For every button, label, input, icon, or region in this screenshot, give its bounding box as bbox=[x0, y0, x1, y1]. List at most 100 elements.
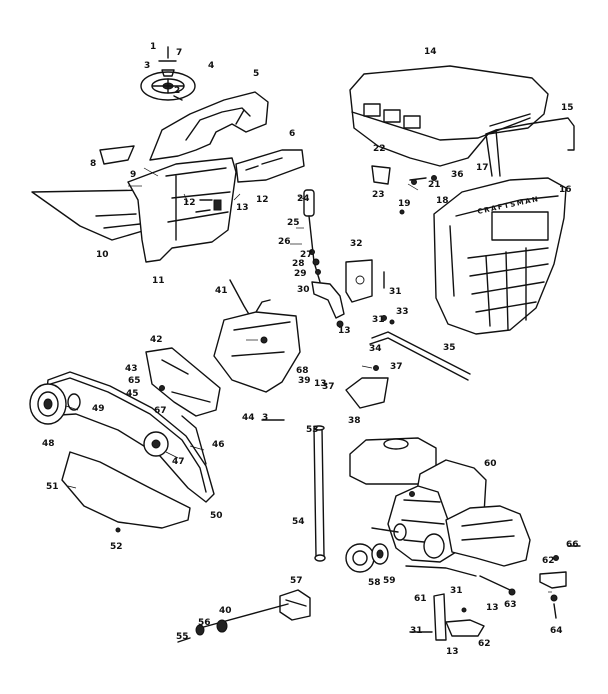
callout-43: 43 bbox=[125, 364, 138, 374]
callout-3: 3 bbox=[144, 61, 150, 71]
callout-8: 8 bbox=[90, 159, 96, 169]
throttle-control bbox=[303, 189, 345, 328]
callout-47: 47 bbox=[172, 457, 185, 467]
exhaust-bracket bbox=[409, 575, 516, 641]
callout-11: 11 bbox=[152, 276, 165, 286]
callout-68: 68 bbox=[296, 366, 309, 376]
callout-13-4: 13 bbox=[486, 603, 499, 613]
callout-44: 44 bbox=[242, 413, 255, 423]
callout-21: 21 bbox=[428, 180, 441, 190]
idler-bracket bbox=[145, 347, 221, 465]
callout-66: 66 bbox=[566, 540, 579, 550]
callout-32: 32 bbox=[350, 239, 363, 249]
leader-lines bbox=[65, 167, 552, 593]
callout-29: 29 bbox=[294, 269, 307, 279]
callout-25: 25 bbox=[287, 218, 300, 228]
callout-4: 4 bbox=[208, 61, 214, 71]
callout-16: 16 bbox=[559, 185, 572, 195]
callout-34: 34 bbox=[369, 344, 382, 354]
shift-console bbox=[213, 279, 301, 393]
callout-10: 10 bbox=[96, 250, 109, 260]
callout-64: 64 bbox=[550, 626, 563, 636]
steering-wheel bbox=[140, 46, 196, 101]
callout-22: 22 bbox=[373, 144, 386, 154]
callout-48: 48 bbox=[42, 439, 55, 449]
callout-35: 35 bbox=[443, 343, 456, 353]
callout-2: 2 bbox=[174, 86, 180, 96]
callout-52: 52 bbox=[110, 542, 123, 552]
pedal-bracket bbox=[177, 589, 311, 643]
callout-62-2: 62 bbox=[478, 639, 491, 649]
callout-53: 53 bbox=[306, 425, 319, 435]
callout-28: 28 bbox=[292, 259, 305, 269]
engine bbox=[349, 437, 531, 577]
hood bbox=[349, 65, 549, 167]
steering-support-frame bbox=[127, 157, 237, 263]
engine-pulley bbox=[29, 383, 81, 425]
callout-56: 56 bbox=[198, 618, 211, 628]
callout-30: 30 bbox=[297, 285, 310, 295]
callout-24: 24 bbox=[297, 194, 310, 204]
callout-57: 57 bbox=[290, 576, 303, 586]
callout-46: 46 bbox=[212, 440, 225, 450]
callout-65: 65 bbox=[128, 376, 141, 386]
callout-62: 62 bbox=[542, 556, 555, 566]
callout-13-2: 13 bbox=[338, 326, 351, 336]
callout-50: 50 bbox=[210, 511, 223, 521]
callout-27: 27 bbox=[300, 250, 313, 260]
callout-37-2: 37 bbox=[322, 382, 335, 392]
callout-58: 58 bbox=[368, 578, 381, 588]
callout-12-2: 12 bbox=[256, 195, 269, 205]
callout-31-3: 31 bbox=[450, 586, 463, 596]
floor-panel bbox=[31, 145, 151, 241]
callout-40: 40 bbox=[219, 606, 232, 616]
pto-pulley bbox=[345, 543, 389, 573]
grille-nose bbox=[433, 177, 567, 335]
callout-45: 45 bbox=[126, 389, 139, 399]
callout-63: 63 bbox=[504, 600, 517, 610]
callout-9: 9 bbox=[130, 170, 136, 180]
bracket-32 bbox=[345, 259, 385, 303]
bracket-38 bbox=[345, 365, 389, 409]
drive-shaft bbox=[261, 419, 326, 562]
callout-37: 37 bbox=[390, 362, 403, 372]
callout-38: 38 bbox=[348, 416, 361, 426]
callout-31-4: 31 bbox=[410, 626, 423, 636]
brake-rod bbox=[369, 315, 471, 381]
callout-59: 59 bbox=[383, 576, 396, 586]
callout-1: 1 bbox=[150, 42, 156, 52]
callout-60: 60 bbox=[484, 459, 497, 469]
mount-bracket-right bbox=[539, 545, 581, 619]
callout-54: 54 bbox=[292, 517, 305, 527]
belt-guard bbox=[61, 451, 191, 533]
callout-13: 13 bbox=[236, 203, 249, 213]
callout-31: 31 bbox=[389, 287, 402, 297]
callout-41: 41 bbox=[215, 286, 228, 296]
callout-17: 17 bbox=[476, 163, 489, 173]
callout-18: 18 bbox=[436, 196, 449, 206]
callout-23: 23 bbox=[372, 190, 385, 200]
callout-12: 12 bbox=[183, 198, 196, 208]
hood-latch-parts bbox=[371, 165, 437, 215]
callout-14: 14 bbox=[424, 47, 437, 57]
callout-36: 36 bbox=[451, 170, 464, 180]
callout-6: 6 bbox=[289, 129, 295, 139]
idler-pulley bbox=[143, 431, 169, 457]
callout-5: 5 bbox=[253, 69, 259, 79]
dash-console bbox=[149, 91, 305, 183]
callout-7: 7 bbox=[176, 48, 182, 58]
callout-33: 33 bbox=[396, 307, 409, 317]
callout-19: 19 bbox=[398, 199, 411, 209]
callout-49: 49 bbox=[92, 404, 105, 414]
callout-61: 61 bbox=[414, 594, 427, 604]
drive-belt bbox=[43, 371, 215, 503]
callout-15: 15 bbox=[561, 103, 574, 113]
grille-handle bbox=[485, 117, 575, 177]
callout-13-3: 13 bbox=[314, 379, 327, 389]
callout-42: 42 bbox=[150, 335, 163, 345]
callout-55: 55 bbox=[176, 632, 189, 642]
callout-13-5: 13 bbox=[446, 647, 459, 657]
